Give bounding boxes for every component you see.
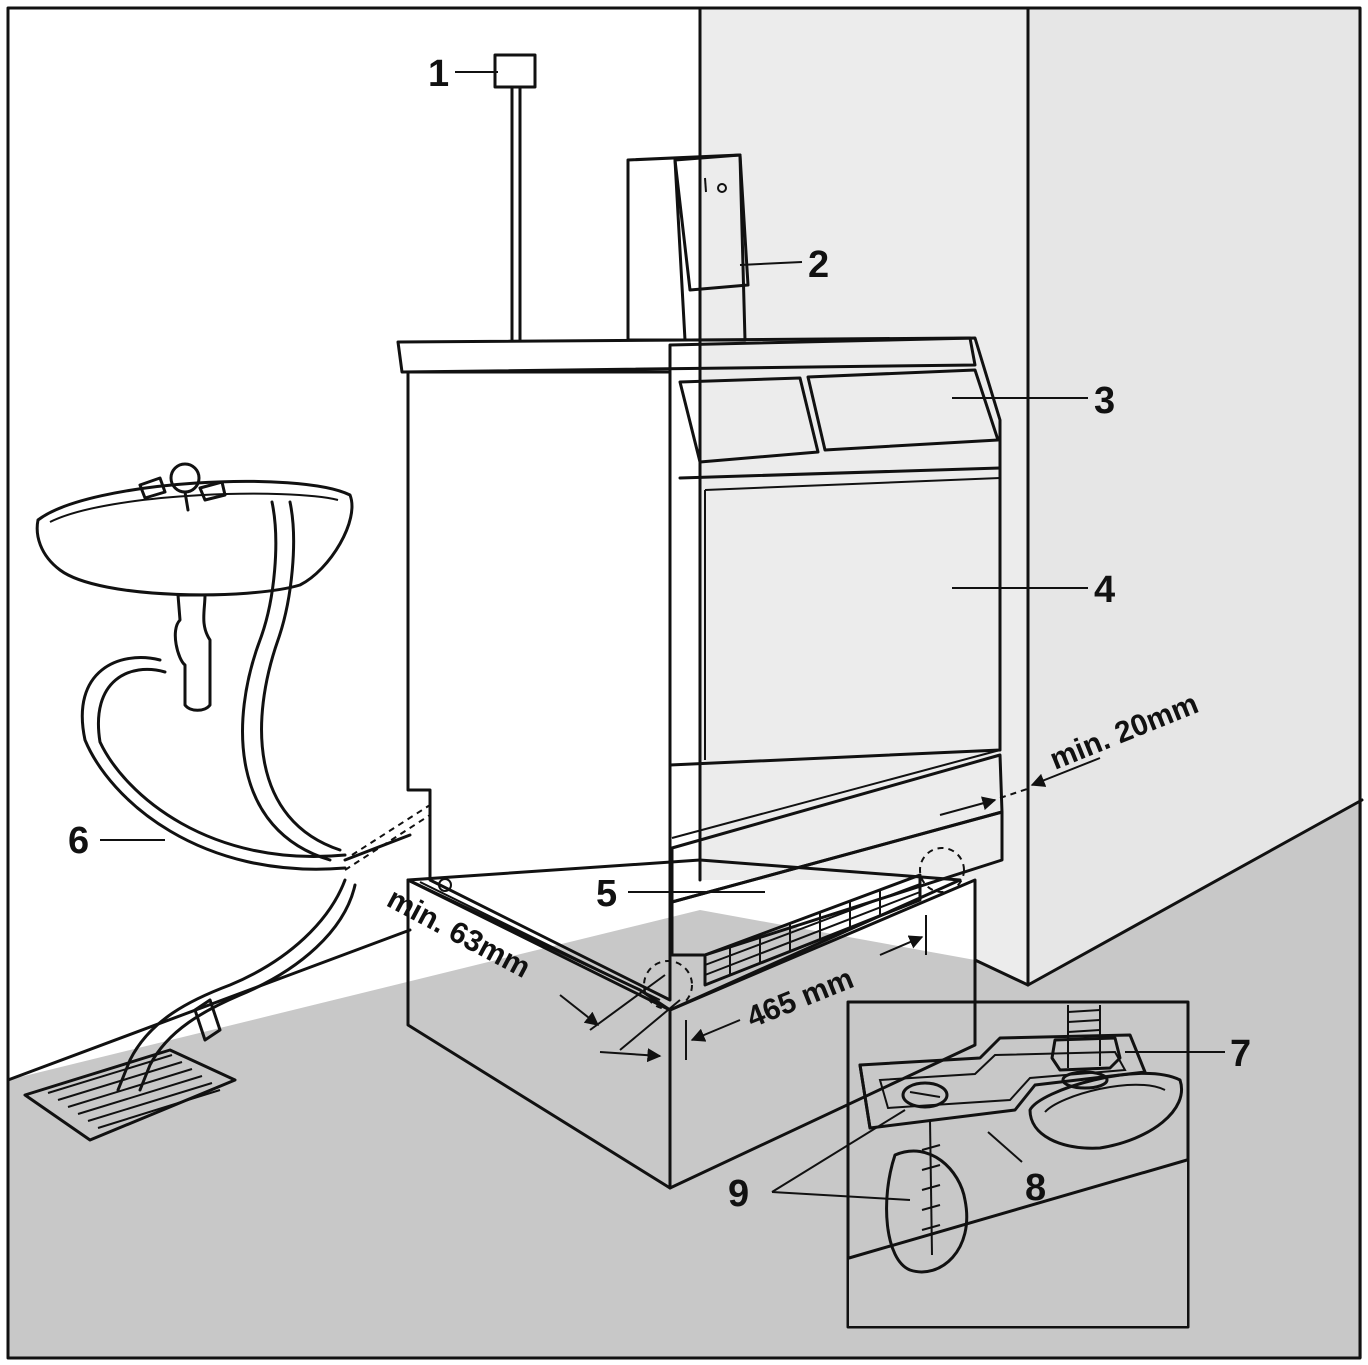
leader-8 xyxy=(987,1131,1023,1163)
callout-4: 4 xyxy=(1094,569,1115,611)
electrical-socket xyxy=(493,53,537,342)
hoses xyxy=(80,500,431,1092)
detail-inset xyxy=(846,1000,1190,1329)
callout-6: 6 xyxy=(68,820,89,862)
callout-7: 7 xyxy=(1230,1033,1251,1075)
leader-2 xyxy=(739,261,803,266)
plinth xyxy=(406,858,977,1190)
callout-5: 5 xyxy=(596,873,617,915)
alcove-wall xyxy=(700,8,1028,985)
dishwasher xyxy=(396,336,1004,1010)
side-wall xyxy=(1028,8,1362,985)
callout-3: 3 xyxy=(1094,380,1115,422)
callout-2: 2 xyxy=(808,244,829,286)
callout-9: 9 xyxy=(728,1173,749,1215)
leader-lines xyxy=(100,71,1225,1201)
callout-1: 1 xyxy=(428,53,449,95)
callout-8: 8 xyxy=(1025,1167,1046,1209)
inset-floor xyxy=(849,1160,1187,1326)
sink xyxy=(35,462,354,712)
leader-9b xyxy=(771,1191,911,1201)
dimension-lines xyxy=(559,757,1101,1063)
leader-9a xyxy=(771,1109,906,1193)
